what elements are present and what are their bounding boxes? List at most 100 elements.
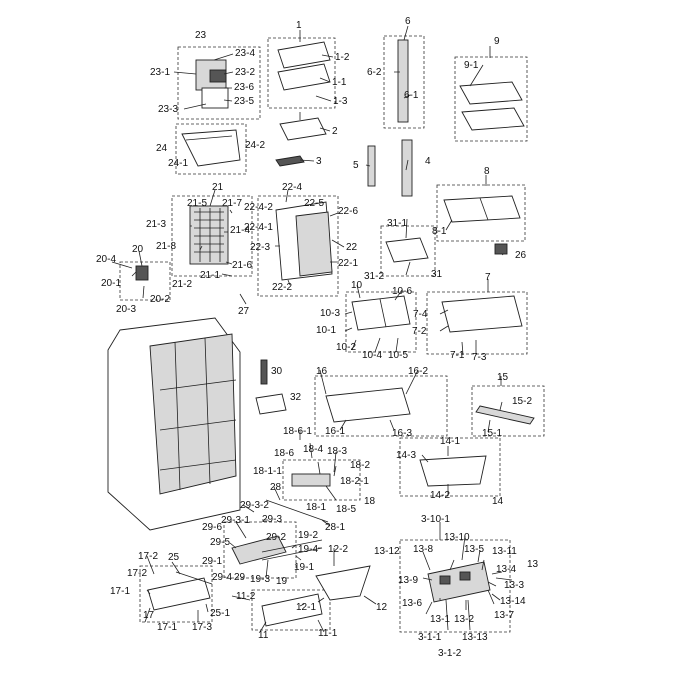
box-18 [282, 459, 361, 501]
label-10: 10 [351, 280, 363, 291]
label-28-1: 28-1 [325, 522, 345, 533]
label-21-6: 21-6 [232, 260, 252, 271]
label-18-3: 18-3 [327, 446, 347, 457]
label-21: 21 [212, 182, 224, 193]
label-13-9: 13-9 [398, 575, 418, 586]
part-labels: 23 23-4 23-2 23-6 23-5 23-1 23-3 24 24-2… [96, 16, 539, 659]
label-19-2: 19-2 [298, 530, 318, 541]
label-2: 2 [332, 126, 338, 137]
label-13-1: 13-1 [430, 614, 450, 625]
label-19: 19 [276, 576, 288, 587]
label-21-1: 21-1 [200, 270, 220, 281]
label-23-3: 23-3 [158, 104, 178, 115]
label-6-1: 6-1 [404, 90, 419, 101]
label-12-2: 12-2 [328, 544, 348, 555]
box-7 [426, 291, 528, 355]
label-10-6: 10-6 [392, 286, 412, 297]
label-20: 20 [132, 244, 144, 255]
box-29 [223, 521, 297, 579]
label-22-6: 22-6 [338, 206, 358, 217]
label-12-1: 12-1 [296, 602, 316, 613]
box-1 [267, 37, 336, 109]
label-23-6: 23-6 [234, 82, 254, 93]
part-26 [494, 243, 508, 255]
part-20 [135, 265, 149, 281]
part-25 [175, 571, 213, 585]
label-31-1: 31-1 [387, 218, 407, 229]
label-18-5: 18-5 [336, 504, 356, 515]
box-14 [399, 437, 501, 497]
label-21-8: 21-8 [156, 241, 176, 252]
label-7-3: 7-3 [472, 352, 487, 363]
label-22: 22 [346, 242, 358, 253]
strip-4 [401, 139, 413, 197]
label-31: 31 [431, 269, 443, 280]
label-14-2: 14-2 [430, 490, 450, 501]
box-31 [380, 225, 436, 277]
label-9: 9 [494, 36, 500, 47]
part-19 [261, 539, 323, 553]
label-19-1: 19-1 [294, 562, 314, 573]
label-18-4: 18-4 [303, 444, 323, 455]
box-13 [399, 539, 511, 633]
label-12: 12 [376, 602, 388, 613]
label-9-1: 9-1 [464, 60, 479, 71]
label-17-2b: 17-2 [127, 568, 147, 579]
shelf-9-upper [459, 81, 523, 105]
label-15-2: 15-2 [512, 396, 532, 407]
label-21-2: 21-2 [172, 279, 192, 290]
label-6-2: 6-2 [367, 67, 382, 78]
part-29-grid [231, 535, 287, 565]
label-29-6: 29-6 [202, 522, 222, 533]
leader-lines [111, 25, 513, 633]
box-23 [177, 46, 261, 120]
bin-12 [315, 565, 371, 601]
label-23: 23 [195, 30, 207, 41]
label-13-11: 13-11 [492, 546, 517, 557]
label-20-3: 20-3 [116, 304, 136, 315]
label-10-1: 10-1 [316, 325, 336, 336]
label-29-3-2: 29-3-2 [240, 500, 269, 511]
label-26: 26 [515, 250, 527, 261]
label-8: 8 [484, 166, 490, 177]
label-13-12: 13-12 [374, 546, 400, 557]
label-11-1: 11-1 [318, 628, 338, 639]
label-3-1-1: 3-1-1 [418, 632, 442, 643]
label-8-1: 8-1 [432, 226, 447, 237]
label-29-5: 29-5 [210, 537, 230, 548]
part-shapes [107, 39, 535, 627]
label-6: 6 [405, 16, 411, 27]
label-23-2: 23-2 [235, 67, 255, 78]
ice-plate-top [277, 41, 331, 69]
label-14-1: 14-1 [440, 436, 460, 447]
box-20 [119, 261, 171, 301]
label-31-2: 31-2 [364, 271, 384, 282]
label-24-2: 24-2 [245, 140, 265, 151]
part-28 [265, 499, 329, 523]
label-19-3: 19-3 [250, 574, 270, 585]
label-25: 25 [168, 552, 180, 563]
group-boxes [119, 35, 545, 633]
label-21-4: 21-4 [230, 225, 250, 236]
label-18: 18 [364, 496, 376, 507]
label-13-14: 13-14 [500, 596, 526, 607]
label-15: 15 [497, 372, 509, 383]
part-11 [261, 593, 323, 627]
label-17-1b: 17-1 [157, 622, 177, 633]
label-29-3-1: 29-3-1 [221, 515, 250, 526]
label-17-1a: 17-1 [110, 586, 130, 597]
box-10 [345, 291, 417, 353]
label-1-3: 1-3 [333, 96, 348, 107]
label-24: 24 [156, 143, 168, 154]
label-29: 29 [234, 572, 246, 583]
label-22-4-2: 22-4-2 [244, 202, 273, 213]
label-19-4: 19-4 [298, 544, 318, 555]
label-16: 16 [316, 366, 328, 377]
control-module-13 [427, 561, 491, 603]
label-32: 32 [290, 392, 302, 403]
label-13-13: 13-13 [462, 632, 488, 643]
tray-part-2 [279, 117, 327, 141]
label-13-4: 13-4 [496, 564, 516, 575]
